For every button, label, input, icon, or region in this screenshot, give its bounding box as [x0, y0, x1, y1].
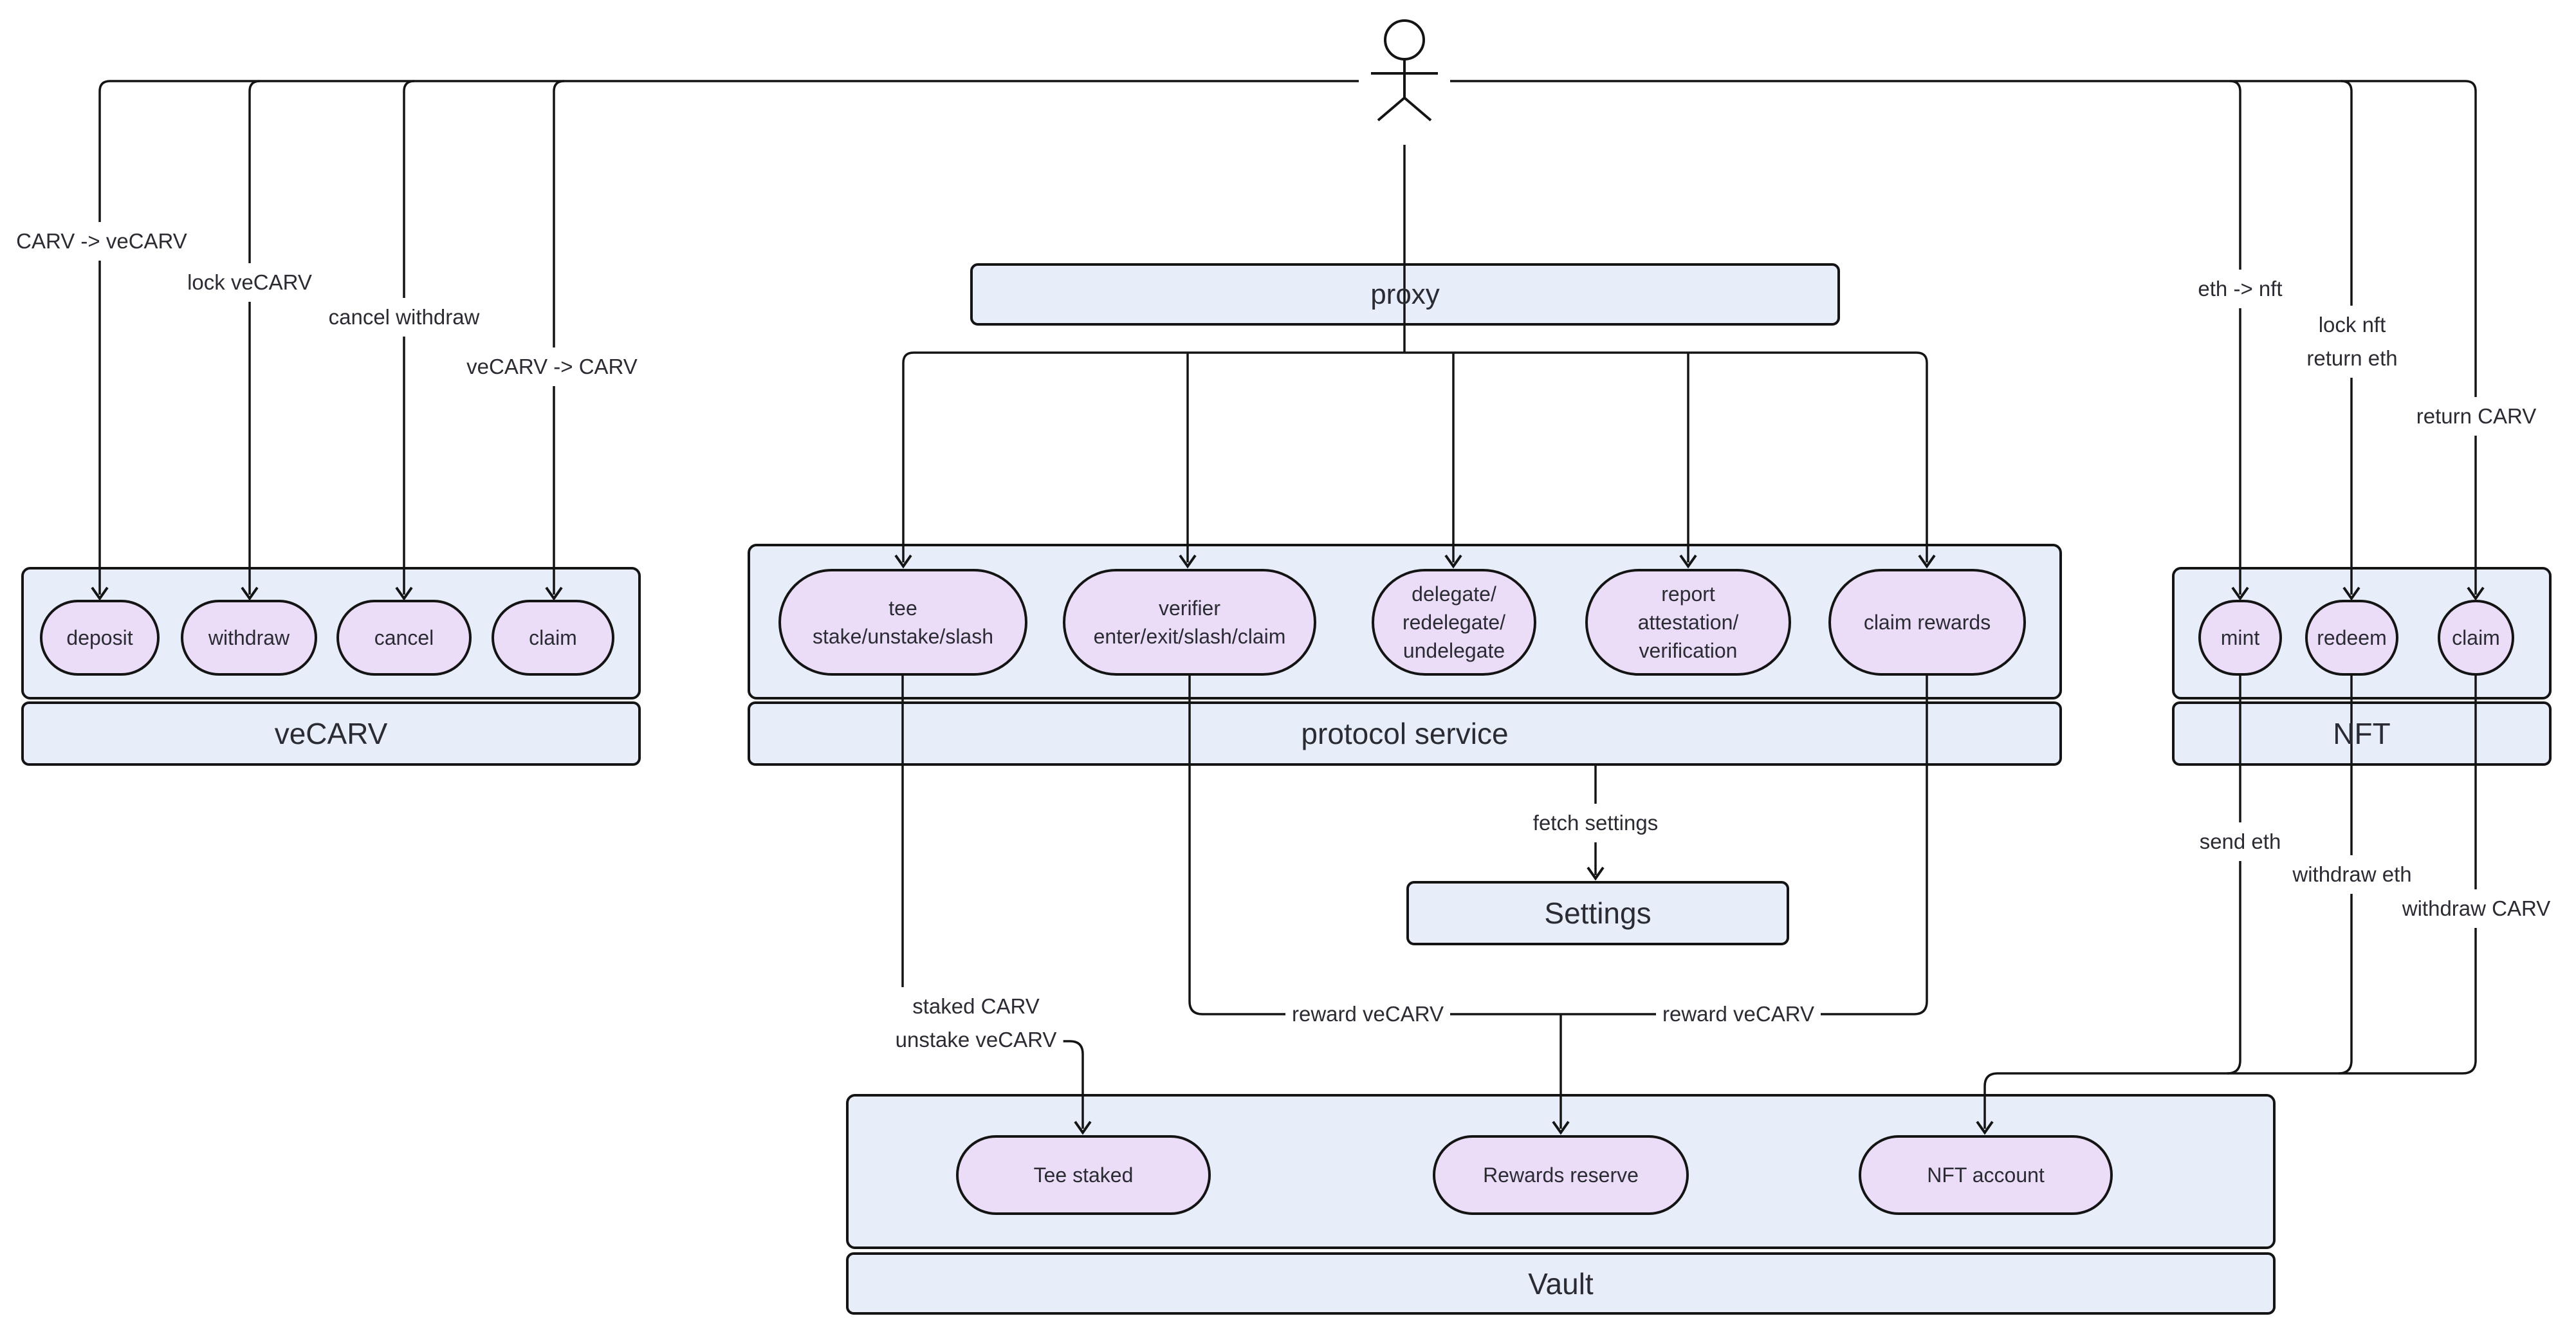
- node-claim-rewards: claim rewards: [1828, 569, 2026, 676]
- stick-figure-actor-icon: [1371, 19, 1438, 122]
- edge-label-lock-vecarv: lock veCARV: [181, 263, 318, 302]
- node-withdraw: withdraw: [181, 600, 317, 676]
- node-nft-account: NFT account: [1859, 1135, 2113, 1215]
- node-claim: claim: [492, 600, 614, 676]
- edge-label-return-carv: return CARV: [2409, 397, 2543, 436]
- edge-label-vecarv-to-carv: veCARV -> CARV: [460, 347, 644, 386]
- node-tee-stake: tee stake/unstake/slash: [778, 569, 1027, 676]
- protocol-cluster-title: protocol service: [1301, 717, 1509, 750]
- node-delegate: delegate/ redelegate/ undelegate: [1372, 569, 1536, 676]
- edge-label-withdraw-eth: withdraw eth: [2286, 855, 2418, 894]
- node-verifier: verifier enter/exit/slash/claim: [1063, 569, 1316, 676]
- vecarv-cluster-titlebar: [21, 701, 641, 766]
- edge-label-send-eth: send eth: [2193, 822, 2288, 861]
- vault-cluster-titlebar: [846, 1252, 2276, 1315]
- edge-label-withdraw-carv: withdraw CARV: [2395, 889, 2557, 928]
- nft-cluster-titlebar: [2172, 701, 2552, 766]
- edge-label-reward-vecarv-left: reward veCARV: [1285, 995, 1450, 1033]
- vecarv-cluster-title: veCARV: [274, 717, 388, 750]
- proxy-label: proxy: [1370, 278, 1440, 310]
- edge-label-carv-to-vecarv: CARV -> veCARV: [10, 222, 194, 261]
- arrowheads: [91, 554, 2485, 1135]
- protocol-cluster-titlebar: [748, 701, 2062, 766]
- node-rewards-reserve: Rewards reserve: [1433, 1135, 1689, 1215]
- node-redeem: redeem: [2305, 600, 2398, 676]
- edge-label-staked-carv-unstake-vecarv: staked CARV unstake veCARV: [888, 987, 1063, 1059]
- edge-label-reward-vecarv-right: reward veCARV: [1656, 995, 1821, 1033]
- node-deposit: deposit: [40, 600, 160, 676]
- edge-label-eth-to-nft: eth -> nft: [2191, 270, 2289, 308]
- node-cancel: cancel: [336, 600, 472, 676]
- node-nft-claim: claim: [2438, 600, 2514, 676]
- nft-cluster-title: NFT: [2333, 717, 2391, 750]
- settings-label: Settings: [1544, 896, 1651, 930]
- vault-cluster-title: Vault: [1528, 1266, 1594, 1301]
- node-report-attestation: report attestation/ verification: [1585, 569, 1791, 676]
- settings-box: [1406, 881, 1789, 945]
- edge-label-cancel-withdraw: cancel withdraw: [322, 298, 486, 337]
- node-tee-staked: Tee staked: [956, 1135, 1211, 1215]
- node-mint: mint: [2198, 600, 2282, 676]
- edge-label-fetch-settings: fetch settings: [1526, 804, 1665, 842]
- edge-label-lock-nft-return-eth: lock nft return eth: [2300, 306, 2404, 378]
